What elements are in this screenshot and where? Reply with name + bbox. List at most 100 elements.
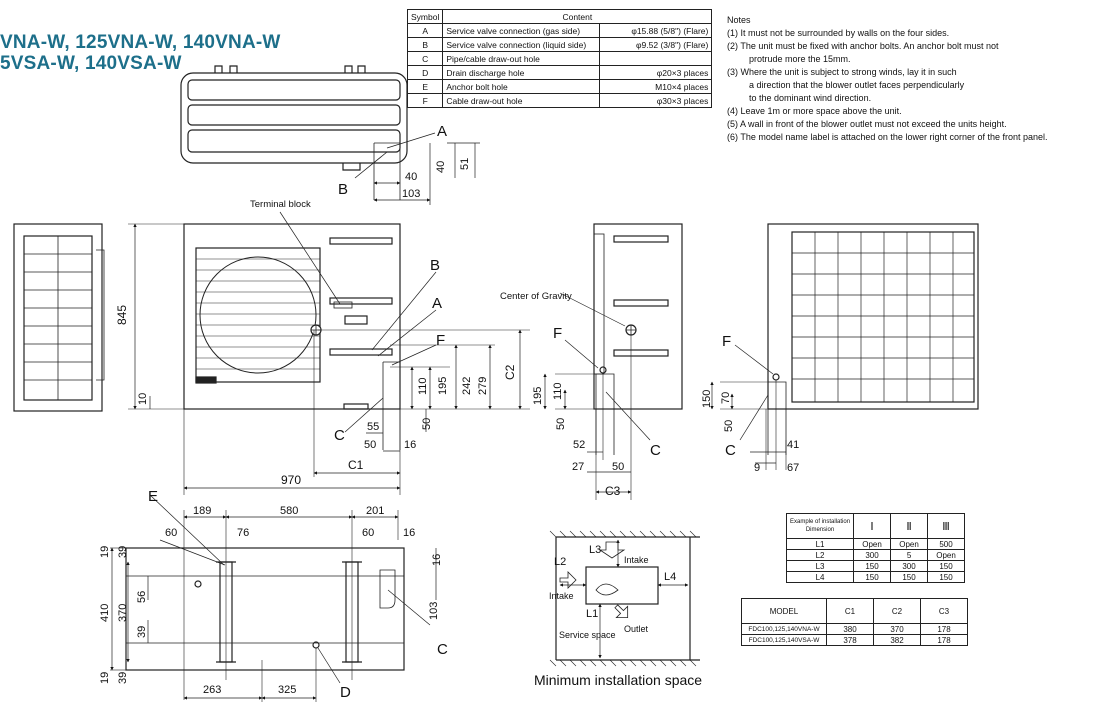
dim-bot-263: 263 [203,684,221,696]
row-name: L4 [785,571,855,583]
col-header: Ⅱ [890,513,929,539]
space-l2-label: L2 [554,556,566,568]
service-space-label: Service space [559,630,616,640]
cell: 178 [920,623,968,635]
cell: 150 [890,571,929,583]
dim-bot-16b: 16 [431,554,443,566]
space-l1-label: L1 [586,608,598,620]
space-l3-label: L3 [589,544,601,556]
label-e-bottom: E [148,488,158,505]
cell: 378 [826,634,874,646]
note-line: protrude more the 15mm. [749,54,851,64]
dim-bot-201: 201 [366,505,384,517]
cell: 382 [873,634,921,646]
col-header: Ⅲ [927,513,966,539]
table-row: L2 300 5 Open [785,549,966,561]
installation-space-caption: Minimum installation space [534,672,703,688]
dim-side-50b: 50 [612,461,624,473]
cell: Open [890,538,929,550]
dim-side-27: 27 [572,461,584,473]
table-row: FDC100,125,140VSA-W 378 382 178 [741,634,968,646]
terminal-block-label: Terminal block [250,199,311,210]
dim-front-195: 195 [437,377,449,395]
dim-back-70: 70 [720,392,732,404]
symbol-cell: F [406,93,444,108]
dim-bot-76: 76 [237,527,249,539]
col-header: Ⅰ [853,513,892,539]
symbol-table: Symbol Content A Service valve connectio… [406,9,713,108]
label-c-rear: C [725,442,736,459]
cell: 178 [920,634,968,646]
dim-front-55: 55 [367,421,379,433]
label-a-front: A [432,295,442,312]
dim-bot-19b: 19 [99,672,111,684]
note-line: (2) The unit must be fixed with anchor b… [727,41,999,51]
label-c-front: C [334,427,345,444]
label-b-top: B [338,181,348,198]
dim-front-242: 242 [461,377,473,395]
model-name: FDC100,125,140VNA-W [741,623,827,635]
table-row: B Service valve connection (liquid side)… [406,37,713,52]
center-of-gravity-label: Center of Gravity [500,291,572,302]
table-row: L1 Open Open 500 [785,538,966,550]
outlet-label: Outlet [624,624,649,634]
table-row: L3 150 300 150 [785,560,966,572]
table-row: F Cable draw-out hole φ30×3 places [406,93,713,108]
symbol-cell: C [406,51,444,66]
dim-bot-189: 189 [193,505,211,517]
dim-bot-580: 580 [280,505,298,517]
note-line: (3) Where the unit is subject to strong … [727,67,957,77]
dim-bot-103: 103 [428,602,440,620]
notes-block: Notes (1) It must not be surrounded by w… [727,14,1048,144]
label-d-bottom: D [340,684,351,701]
bottom-view [110,494,437,702]
label-b-front: B [430,257,440,274]
note-line: (6) The model name label is attached on … [727,132,1048,142]
model-title-line2: 5VSA-W, 140VSA-W [0,53,182,74]
front-view [128,211,530,495]
cell: 150 [853,560,892,572]
cell: 300 [853,549,892,561]
top-view [180,65,480,205]
dim-bot-19a: 19 [99,546,111,558]
dim-top-103: 103 [402,188,420,200]
installation-space-diagram [549,530,700,667]
installation-space-table: Example of installation Dimension Ⅰ Ⅱ Ⅲ … [785,513,966,583]
cell: 150 [853,571,892,583]
intake-top-label: Intake [624,555,649,565]
space-l4-label: L4 [664,571,676,583]
row-name: L2 [785,549,855,561]
cell: 500 [927,538,966,550]
dim-front-970: 970 [281,473,301,487]
dim-front-16: 16 [404,439,416,451]
dim-side-110: 110 [552,382,564,400]
intake-side-label: Intake [549,591,574,601]
cell: 150 [927,571,966,583]
dim-bot-325: 325 [278,684,296,696]
left-side-view [13,223,105,412]
dim-front-50a: 50 [364,439,376,451]
dim-top-40b: 40 [435,161,447,173]
dim-bot-370: 370 [117,604,129,622]
label-f-side: F [553,325,562,342]
dim-bot-39b: 39 [136,626,148,638]
model-name: FDC100,125,140VSA-W [741,634,827,646]
cell: 300 [890,560,929,572]
dim-front-279: 279 [477,377,489,395]
dim-back-67: 67 [787,462,799,474]
dim-back-9: 9 [754,462,760,474]
notes-heading: Notes [727,15,751,25]
content-header: Content [442,9,713,24]
row-name: L1 [785,538,855,550]
dim-back-150: 150 [701,390,713,408]
row-name: L3 [785,560,855,572]
model-header: MODEL [741,598,827,624]
dim-top-51: 51 [459,158,471,170]
label-c-side: C [650,442,661,459]
label-f-front: F [436,332,445,349]
dim-side-195: 195 [532,387,544,405]
dim-side-50: 50 [555,418,567,430]
note-line: a direction that the blower outlet faces… [749,80,965,90]
dim-front-c1: C1 [348,458,364,472]
